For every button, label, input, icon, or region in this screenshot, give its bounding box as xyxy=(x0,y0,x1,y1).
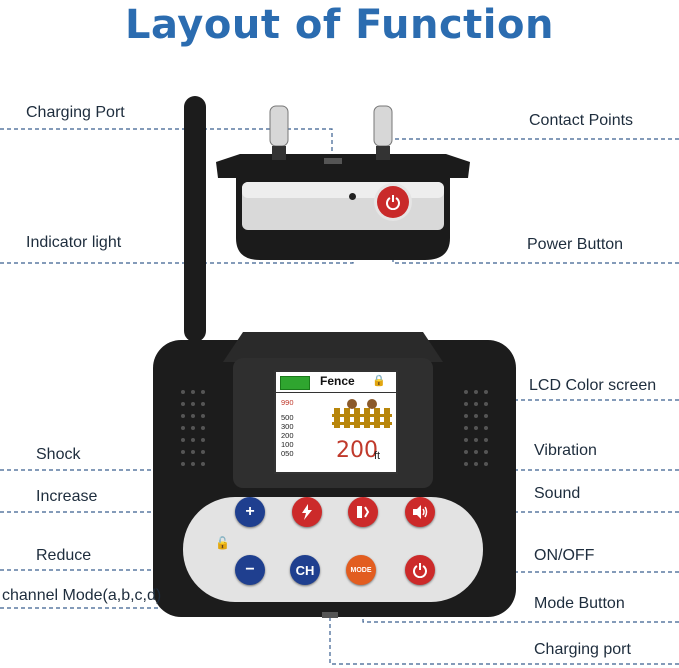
label-contact-points: Contact Points xyxy=(529,112,634,129)
label-mode-button: Mode Button xyxy=(534,595,625,612)
charging-port-bottom-socket xyxy=(322,612,338,618)
range-tick: 200 xyxy=(281,431,294,440)
increase-button[interactable]: + xyxy=(235,497,265,527)
antenna xyxy=(184,96,206,342)
vibration-button[interactable] xyxy=(348,497,378,527)
label-power-button: Power Button xyxy=(527,236,624,253)
lightning-icon xyxy=(302,504,312,520)
range-tick: 300 xyxy=(281,422,294,431)
vibration-icon xyxy=(357,506,370,518)
power-icon xyxy=(413,563,427,578)
speaker-icon xyxy=(413,505,428,519)
battery-icon xyxy=(280,376,310,390)
lcd-mode-text: Fence xyxy=(320,374,355,388)
sound-button[interactable] xyxy=(405,497,435,527)
svg-text:🔓: 🔓 xyxy=(215,536,230,550)
on-off-button[interactable] xyxy=(405,555,435,585)
distance-unit: ft xyxy=(374,450,381,462)
power-icon xyxy=(386,195,400,210)
label-reduce: Reduce xyxy=(36,547,92,564)
lcd-screen: Fence 🔒 990 500 300 200 100 050 200 ft xyxy=(274,370,398,474)
lock-icon: 🔒 xyxy=(372,375,386,387)
label-charging-port-bottom: Charging port xyxy=(534,641,631,658)
distance-value: 200 xyxy=(336,438,378,463)
label-channel-mode: channel Mode(a,b,c,d) xyxy=(2,587,162,604)
contact-points xyxy=(269,105,393,164)
label-shock: Shock xyxy=(36,446,81,463)
channel-button[interactable]: CH xyxy=(290,555,320,585)
lcd-divider xyxy=(276,392,396,393)
shock-button[interactable] xyxy=(292,497,322,527)
label-charging-port: Charging Port xyxy=(26,104,125,121)
label-increase: Increase xyxy=(36,488,98,505)
range-tick: 500 xyxy=(281,413,294,422)
reduce-button[interactable]: − xyxy=(235,555,265,585)
range-tick: 050 xyxy=(281,449,294,458)
mode-button[interactable]: MODE xyxy=(346,555,376,585)
label-lcd-color-screen: LCD Color screen xyxy=(529,377,657,394)
fence-icon xyxy=(332,399,392,428)
range-tick: 990 xyxy=(281,398,294,407)
range-scale: 990 500 300 200 100 050 xyxy=(281,398,294,458)
label-on-off: ON/OFF xyxy=(534,547,595,564)
label-sound: Sound xyxy=(534,485,581,502)
label-vibration: Vibration xyxy=(534,442,597,459)
label-indicator-light: Indicator light xyxy=(26,234,122,251)
indicator-light-dot xyxy=(349,193,356,200)
page-title: Layout of Function xyxy=(125,2,554,48)
range-tick: 100 xyxy=(281,440,294,449)
collar-power-button[interactable] xyxy=(377,186,409,218)
